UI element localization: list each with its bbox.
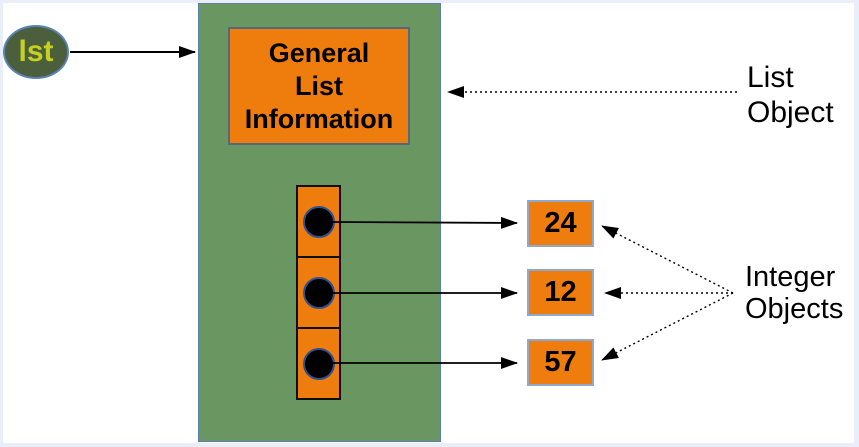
pointer-cell-1 [296,256,341,329]
pointer-dot-1 [302,276,335,309]
integer-value: 57 [544,346,577,378]
list-object-label-line: List [747,61,794,94]
integer-objects-label-line: Objects [745,293,844,325]
general-list-information-line: List [294,70,343,101]
integer-box-24: 24 [527,200,594,247]
variable-ellipse-lst: lst [3,25,69,79]
list-object-label: List Object [747,60,834,130]
pointer-dot-2 [302,347,335,380]
pointer-cell-0 [296,185,341,258]
pointer-cell-2 [296,327,341,400]
list-object-label-line: Object [747,96,834,129]
integer-value: 12 [544,276,577,308]
pointer-cell-stack [296,185,341,400]
integer-objects-label-line: Integer [745,261,836,293]
integer-box-57: 57 [527,339,594,386]
pointer-dot-0 [302,205,335,238]
integer-objects-label: Integer Objects [745,261,843,325]
integer-value: 24 [544,207,577,239]
integer-box-12: 12 [527,269,594,316]
general-list-information-line: General [268,37,370,68]
variable-label: lst [18,35,54,68]
general-list-information-line: Information [244,103,394,134]
general-list-information-box: General List Information [228,27,410,145]
